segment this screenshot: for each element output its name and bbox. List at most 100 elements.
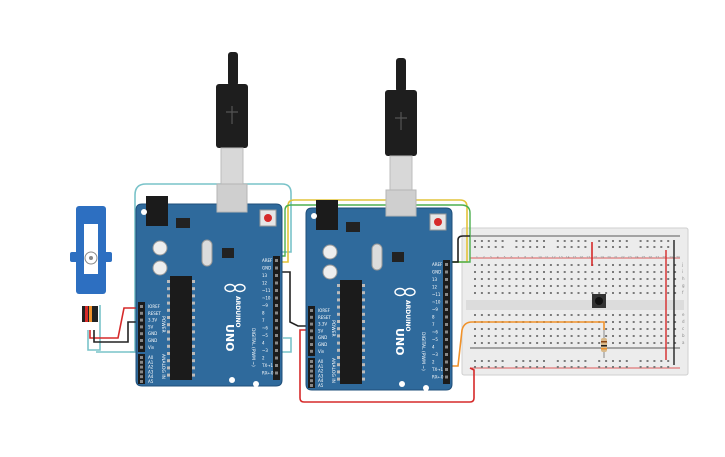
breadboard-hole <box>487 285 490 287</box>
header-pin <box>275 326 278 330</box>
breadboard-hole <box>577 285 580 287</box>
digital-pin-label: ~11 <box>262 288 271 293</box>
breadboard-hole <box>543 314 545 316</box>
header-pin <box>140 332 143 336</box>
breadboard-hole <box>591 285 594 287</box>
breadboard-hole <box>667 292 670 294</box>
breadboard-hole <box>549 314 552 316</box>
capacitor <box>322 244 338 260</box>
breadboard-hole <box>501 335 504 337</box>
breadboard-hole <box>667 264 670 266</box>
servo-icon[interactable] <box>70 206 112 322</box>
rail-hole <box>570 240 573 242</box>
breadboard-hole <box>653 285 656 287</box>
header-pin <box>310 336 313 340</box>
breadboard-hole <box>605 285 608 287</box>
chip-pin <box>192 280 195 283</box>
breadboard-hole <box>667 342 670 344</box>
breadboard-hole <box>598 292 601 294</box>
breadboard-hole <box>618 292 621 294</box>
header-pin <box>310 369 313 373</box>
breadboard-hole <box>501 264 504 266</box>
breadboard-hole <box>646 342 649 344</box>
breadboard-hole <box>639 314 642 316</box>
chip-pin <box>337 341 340 345</box>
digital-pin-label: 12 <box>432 285 438 290</box>
rail-hole <box>605 360 608 362</box>
chip-pin <box>192 344 195 348</box>
row-number: 16 <box>580 255 584 259</box>
rail-hole <box>543 360 545 362</box>
header-pin <box>140 356 143 359</box>
breadboard-hole <box>556 335 559 337</box>
column-letter: c <box>682 326 684 331</box>
pushbutton-icon[interactable] <box>592 294 606 308</box>
breadboard-hole <box>501 328 504 330</box>
header-pin <box>140 325 143 329</box>
breadboard-hole <box>556 328 559 330</box>
breadboard-hole <box>570 342 573 344</box>
breadboard-hole <box>487 335 490 337</box>
breadboard-hole <box>570 335 573 337</box>
rail-hole <box>584 360 587 362</box>
breadboard-hole <box>667 321 670 323</box>
chip-pin <box>362 320 365 323</box>
chip-pin <box>337 298 340 302</box>
power-pin-label: 3.3V <box>318 322 327 327</box>
breadboard-hole <box>563 271 566 273</box>
header-pin <box>275 334 278 337</box>
header-pin <box>275 341 278 345</box>
breadboard-hole <box>494 335 497 337</box>
breadboard-hole <box>480 264 483 266</box>
chip-pin <box>192 316 195 319</box>
breadboard-hole <box>625 342 628 344</box>
breadboard-hole <box>598 285 601 287</box>
breadboard-hole <box>494 314 497 316</box>
breadboard-hole <box>577 335 580 337</box>
row-number: 8 <box>524 255 526 259</box>
chip-pin <box>192 287 195 291</box>
rail-hole <box>515 360 518 362</box>
rail-hole <box>639 366 642 368</box>
breadboard-hole <box>480 335 483 337</box>
model-label: UNO <box>393 328 406 356</box>
row-number: 10 <box>538 255 542 259</box>
digital-pin-label: ~5 <box>262 333 268 338</box>
breadboard-hole <box>674 342 677 344</box>
rail-hole <box>536 360 539 362</box>
rail-hole <box>480 366 483 368</box>
column-letter: b <box>682 333 685 338</box>
power-pin-label: Vin <box>318 349 325 354</box>
digital-pin-label: ~6 <box>262 326 268 331</box>
breadboard-hole <box>653 271 656 273</box>
breadboard-hole <box>543 285 545 287</box>
chip-pin <box>167 316 170 319</box>
breadboard-hole <box>536 328 539 330</box>
header-pin <box>445 270 448 274</box>
analog-header <box>308 358 315 388</box>
row-number: 27 <box>655 255 659 259</box>
rail-hole <box>660 360 663 362</box>
breadboard-hole <box>653 328 656 330</box>
chip-pin <box>192 294 195 298</box>
breadboard-hole <box>612 271 614 273</box>
header-pin <box>445 338 448 341</box>
breadboard-hole <box>598 328 601 330</box>
rail-hole <box>653 240 656 242</box>
rail-hole <box>480 246 483 248</box>
breadboard-hole <box>522 335 525 337</box>
breadboard-hole <box>480 285 483 287</box>
arduino-uno-board-1[interactable]: AREFGND1312~11~10~987~6~54~32TX→1RX←0IOR… <box>135 196 283 387</box>
breadboard-hole <box>480 278 483 280</box>
breadboard-hole <box>480 328 483 330</box>
analog-pin-label: A3 <box>318 373 324 378</box>
rail-hole <box>556 240 559 242</box>
header-pin <box>310 360 313 363</box>
digital-pin-label: GND <box>432 270 441 275</box>
breadboard-hole <box>577 264 580 266</box>
rail-hole <box>612 366 614 368</box>
digital-pin-label: 2 <box>262 356 265 361</box>
arduino-uno-board-2[interactable]: AREFGND1312~11~10~987~6~54~32TX→1RX←0IOR… <box>305 200 453 391</box>
